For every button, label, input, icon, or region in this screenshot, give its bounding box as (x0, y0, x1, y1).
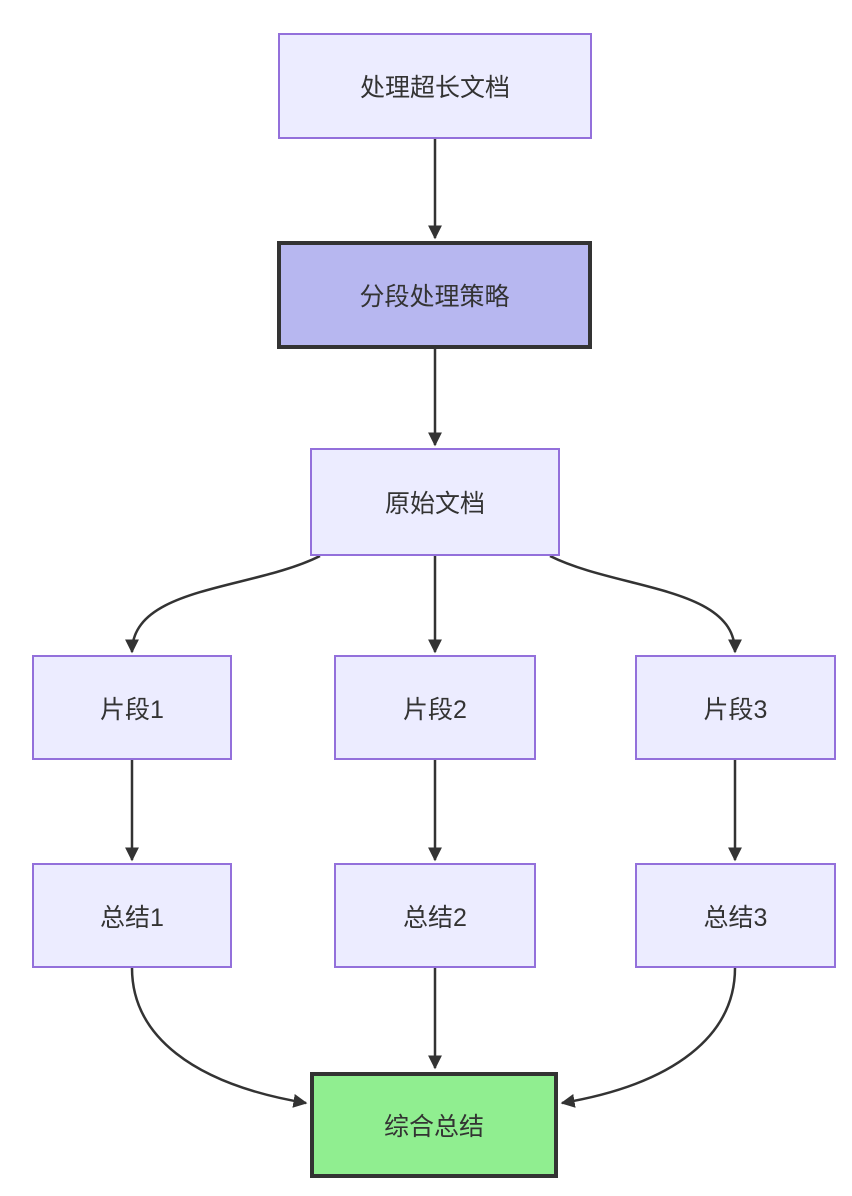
node-original-doc-label: 原始文档 (384, 490, 485, 518)
node-summary-2: 总结2 (334, 863, 536, 968)
node-summary-3-label: 总结3 (703, 903, 768, 932)
node-fragment-3-label: 片段3 (703, 695, 768, 724)
node-segmentation-strategy-label: 分段处理策略 (359, 283, 510, 311)
node-fragment-3: 片段3 (635, 655, 836, 760)
node-summary-1: 总结1 (32, 863, 232, 968)
node-fragment-1-label: 片段1 (100, 695, 164, 724)
node-segmentation-strategy: 分段处理策略 (277, 241, 592, 349)
edge-summary1-to-final (130, 967, 308, 1108)
node-fragment-2: 片段2 (334, 655, 536, 760)
node-summary-2-label: 总结2 (403, 903, 467, 932)
edge-summary3-to-final (560, 967, 737, 1108)
node-final-summary-label: 综合总结 (383, 1113, 484, 1141)
node-fragment-1: 片段1 (32, 655, 232, 760)
edge-original-to-fragment1 (125, 554, 321, 654)
node-fragment-2-label: 片段2 (403, 695, 467, 724)
edge-original-to-fragment3 (549, 554, 742, 654)
node-summary-3: 总结3 (635, 863, 836, 968)
node-summary-1-label: 总结1 (100, 903, 164, 932)
node-original-doc: 原始文档 (310, 448, 560, 556)
node-final-summary: 综合总结 (310, 1072, 558, 1178)
node-process-long-doc: 处理超长文档 (278, 33, 592, 139)
node-process-long-doc-label: 处理超长文档 (359, 74, 510, 102)
